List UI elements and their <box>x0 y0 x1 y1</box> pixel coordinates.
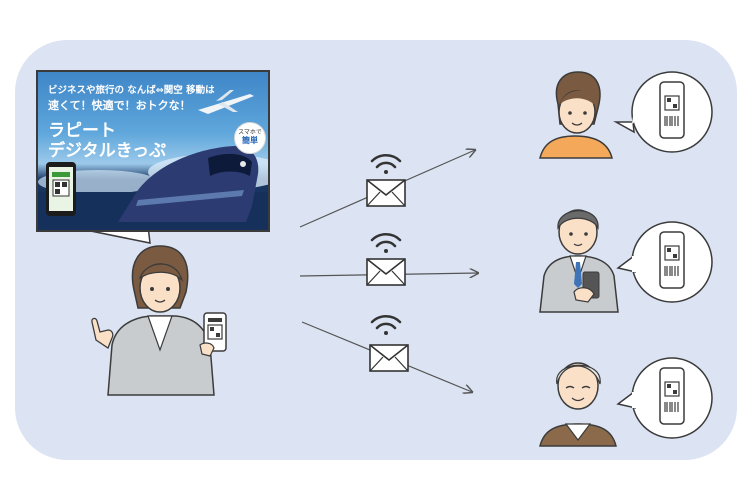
phone-bubble-1 <box>613 71 713 153</box>
smartphone-qr-icon <box>659 231 685 289</box>
recipient-older-man <box>539 362 617 447</box>
phone-bubble-2 <box>616 221 713 303</box>
smartphone-qr-icon <box>659 367 685 425</box>
envelope-icon <box>366 179 406 207</box>
badge-top-text: スマホで <box>238 129 262 137</box>
recipient-man-suit <box>539 209 619 313</box>
poster-artwork <box>38 90 268 230</box>
poster-title-line1: ラピート <box>48 121 116 141</box>
poster-title-line2: デジタルきっぷ <box>48 141 166 161</box>
train-illustration <box>118 146 259 222</box>
airplane-icon <box>198 90 254 114</box>
wifi-icon <box>370 315 402 335</box>
poster-tagline: ビジネスや旅行の なんば⇔関空 移動は <box>48 85 215 96</box>
easy-badge: スマホで 簡単 <box>234 122 266 154</box>
envelope-icon <box>366 258 406 286</box>
smartphone-qr-icon <box>659 81 685 139</box>
poster-subtitle: 速くて！快適で！おトクな！ <box>48 99 191 112</box>
envelope-icon <box>369 344 409 372</box>
smartphone-qr-icon <box>203 312 227 352</box>
rapit-digital-ticket-poster: ビジネスや旅行の なんば⇔関空 移動は 速くて！快適で！おトクな！ ラピート デ… <box>36 70 270 232</box>
phone-bubble-3 <box>616 357 713 439</box>
wifi-icon <box>370 233 402 253</box>
wifi-icon <box>370 154 402 174</box>
badge-main-text: 簡単 <box>242 135 258 145</box>
smartphone-qr-icon <box>46 162 76 216</box>
recipient-woman <box>539 71 613 159</box>
